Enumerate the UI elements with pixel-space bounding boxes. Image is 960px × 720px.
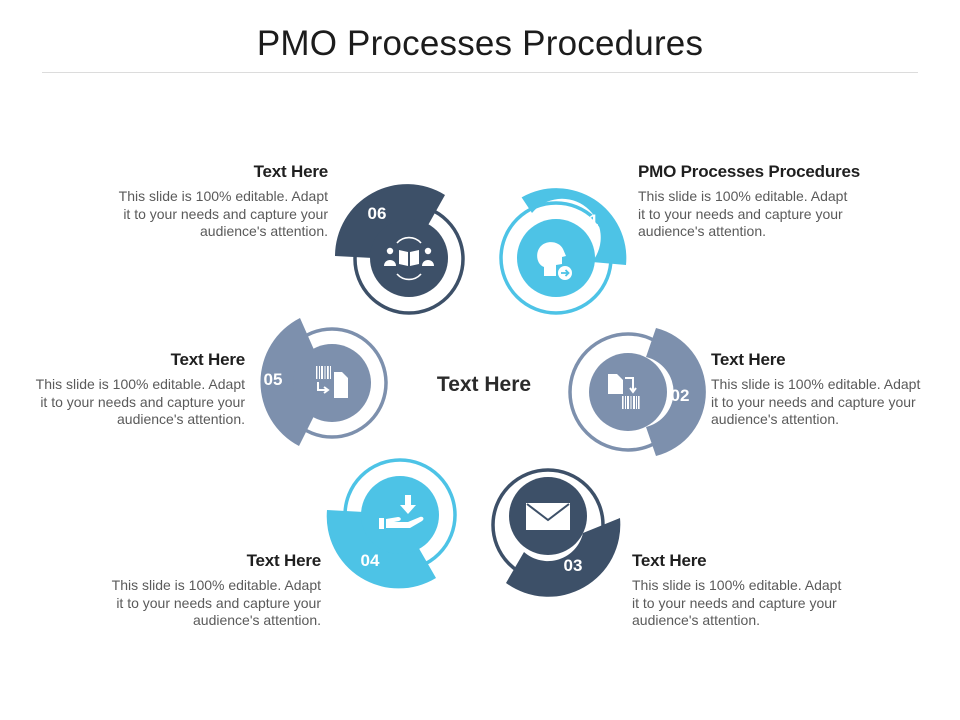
- description-02-line: it to your needs and capture your: [711, 393, 916, 410]
- title-divider: [42, 72, 918, 73]
- document-transfer-icon: [608, 374, 640, 409]
- description-06-line: This slide is 100% editable. Adapt: [118, 188, 328, 204]
- node-04: 04: [326, 458, 457, 589]
- heading-03: Text Here: [632, 551, 707, 570]
- description-05-line: This slide is 100% editable. Adapt: [35, 376, 245, 392]
- description-04-line: This slide is 100% editable. Adapt: [111, 577, 321, 593]
- heading-04: Text Here: [246, 551, 322, 570]
- node-05: 05: [260, 318, 388, 446]
- hand-download-icon: [379, 495, 424, 529]
- description-02-line: audience's attention.: [711, 411, 839, 427]
- node-04-disc: [361, 476, 439, 554]
- node-05-number: 05: [264, 370, 283, 389]
- description-05: This slide is 100% editable. Adapt it to…: [5, 376, 245, 429]
- description-03: This slide is 100% editable. Adapt it to…: [632, 577, 872, 630]
- node-03-number: 03: [564, 556, 583, 575]
- description-03-line: it to your needs and capture your: [632, 594, 837, 611]
- description-04-line: it to your needs and capture your: [116, 594, 321, 611]
- description-01-line: audience's attention.: [638, 223, 766, 239]
- description-03-line: This slide is 100% editable. Adapt: [632, 577, 842, 593]
- heading-05: Text Here: [170, 350, 246, 369]
- node-05-disc: [293, 344, 371, 422]
- description-05-line: audience's attention.: [117, 411, 245, 427]
- node-06-disc: [370, 219, 448, 297]
- node-03: 03: [491, 468, 621, 597]
- description-04-line: audience's attention.: [193, 612, 321, 628]
- node-04-number: 04: [361, 551, 380, 570]
- head-arrow-icon: [537, 242, 572, 280]
- envelope-icon: [526, 503, 570, 530]
- text-block-05: Text Here This slide is 100% editable. A…: [5, 350, 246, 429]
- description-04: This slide is 100% editable. Adapt it to…: [81, 577, 321, 630]
- description-01: This slide is 100% editable. Adapt it to…: [638, 188, 878, 241]
- description-01-line: This slide is 100% editable. Adapt: [638, 188, 848, 204]
- text-block-01: PMO Processes Procedures This slide is 1…: [638, 162, 878, 241]
- node-03-arc: [506, 518, 621, 597]
- node-05-arc: [260, 318, 315, 446]
- node-02-disc: [589, 353, 667, 431]
- node-01-number: 01: [580, 211, 599, 230]
- heading-01: PMO Processes Procedures: [638, 162, 860, 181]
- description-05-line: it to your needs and capture your: [40, 393, 245, 410]
- node-02-number: 02: [671, 386, 690, 405]
- node-06-arc: [335, 184, 445, 258]
- node-02-arc: [646, 328, 706, 456]
- description-06-line: it to your needs and capture your: [123, 205, 328, 222]
- node-01-arc: [521, 188, 627, 265]
- description-01-line: it to your needs and capture your: [638, 205, 843, 222]
- description-02: This slide is 100% editable. Adapt it to…: [711, 376, 951, 429]
- document-barcode-icon: [316, 366, 348, 398]
- description-03-line: audience's attention.: [632, 612, 760, 628]
- slide-title: PMO Processes Procedures: [256, 24, 704, 63]
- center-label: Text Here: [436, 373, 532, 396]
- text-block-03: Text Here This slide is 100% editable. A…: [632, 551, 872, 630]
- people-book-icon: [384, 236, 434, 281]
- text-block-04: Text Here This slide is 100% editable. A…: [81, 551, 322, 630]
- heading-06: Text Here: [253, 162, 329, 181]
- node-06: 06: [335, 184, 465, 315]
- text-block-06: Text Here This slide is 100% editable. A…: [88, 162, 329, 241]
- text-block-02: Text Here This slide is 100% editable. A…: [711, 350, 951, 429]
- node-01: 01: [499, 188, 627, 315]
- description-06-line: audience's attention.: [200, 223, 328, 239]
- heading-02: Text Here: [711, 350, 786, 369]
- node-06-number: 06: [368, 204, 387, 223]
- description-06: This slide is 100% editable. Adapt it to…: [88, 188, 328, 241]
- description-02-line: This slide is 100% editable. Adapt: [711, 376, 921, 392]
- node-02: 02: [568, 328, 706, 456]
